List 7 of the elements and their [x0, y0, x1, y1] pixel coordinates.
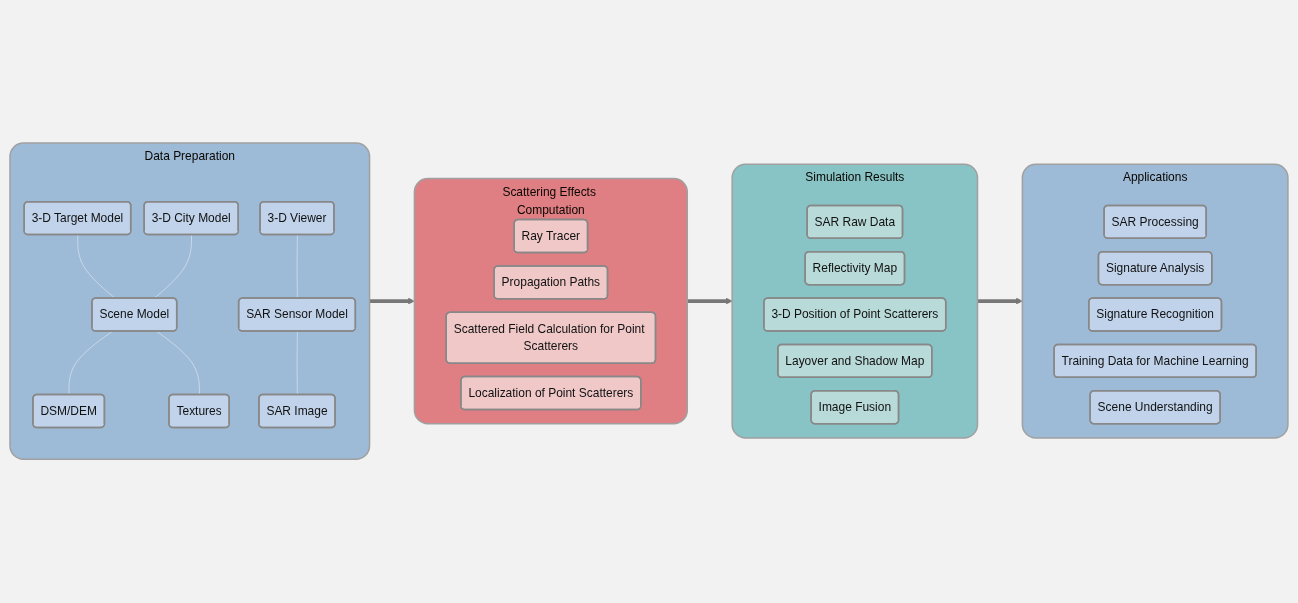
connector — [77, 234, 116, 300]
arrow — [687, 298, 733, 305]
arrow — [369, 298, 415, 305]
connector — [153, 234, 192, 300]
connector — [68, 331, 113, 396]
connector — [156, 331, 200, 396]
arrow — [977, 298, 1023, 305]
